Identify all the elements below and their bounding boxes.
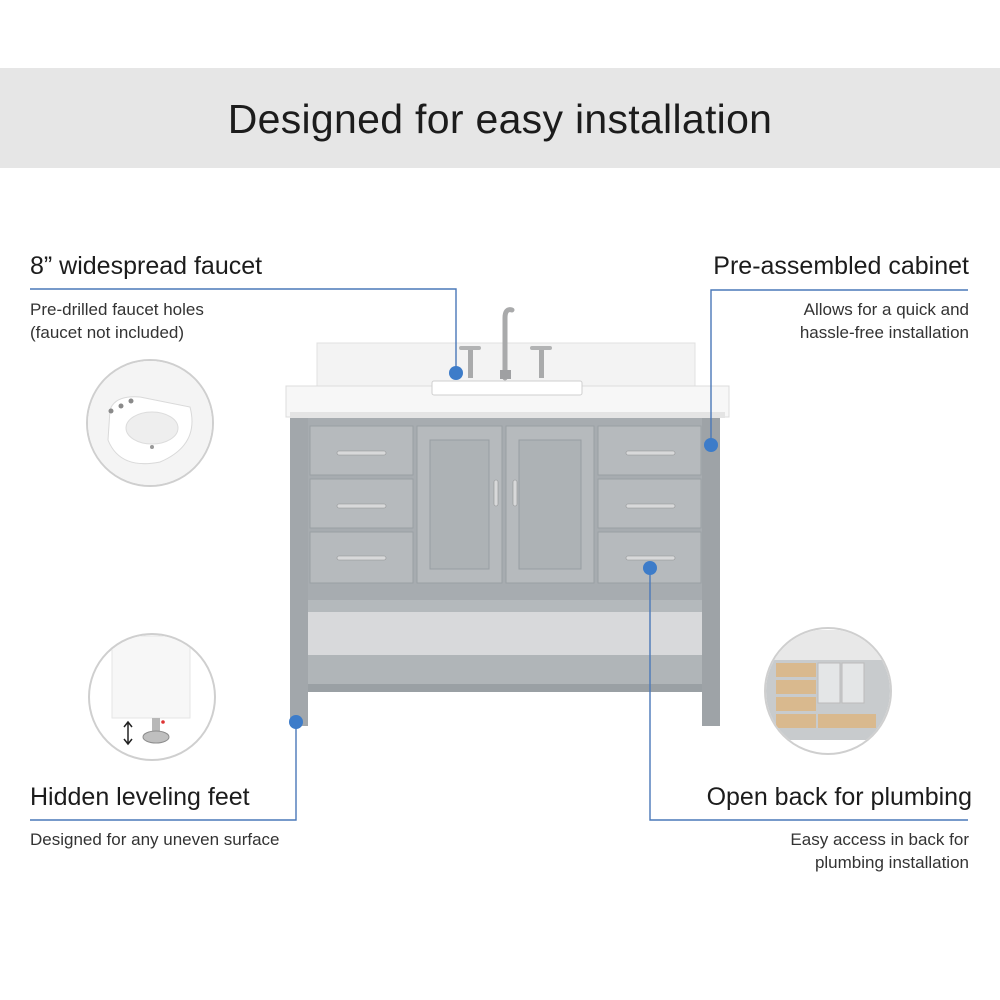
feature-faucet-title: 8” widespread faucet [30, 252, 263, 280]
sink-basin [431, 380, 583, 396]
feet-callout-dot [289, 715, 303, 729]
plumbing-callout-dot [643, 561, 657, 575]
open-back-inset [764, 627, 892, 755]
faucet-holes-inset [86, 359, 214, 487]
faucet-callout-dot [449, 366, 463, 380]
cabinet-callout-dot [704, 438, 718, 452]
faucet [459, 307, 552, 381]
feature-cabinet-desc-line2: hassle-free installation [799, 323, 969, 342]
feature-faucet-desc-line2: (faucet not included) [30, 323, 185, 342]
faucet-callout-line [30, 288, 457, 373]
feature-plumbing-desc-line1: Easy access in back for [790, 830, 969, 849]
feature-cabinet-desc-line1: Allows for a quick and [803, 300, 969, 319]
countertop-edge [290, 412, 725, 418]
feature-plumbing-desc-line2: plumbing installation [814, 853, 969, 872]
leveling-feet-inset [88, 633, 216, 761]
feature-feet-title: Hidden leveling feet [30, 783, 250, 811]
feature-faucet-desc-line1: Pre-drilled faucet holes [30, 300, 204, 319]
feature-cabinet-title: Pre-assembled cabinet [713, 252, 969, 280]
feature-plumbing-title: Open back for plumbing [706, 783, 972, 811]
page-title: Designed for easy installation [227, 96, 773, 142]
header-banner [0, 68, 1000, 168]
feature-feet-desc-line1: Designed for any uneven surface [30, 830, 280, 849]
feet-callout-line [30, 722, 297, 821]
cabinet-callout-line [710, 289, 968, 445]
plumbing-callout-line [649, 568, 968, 821]
